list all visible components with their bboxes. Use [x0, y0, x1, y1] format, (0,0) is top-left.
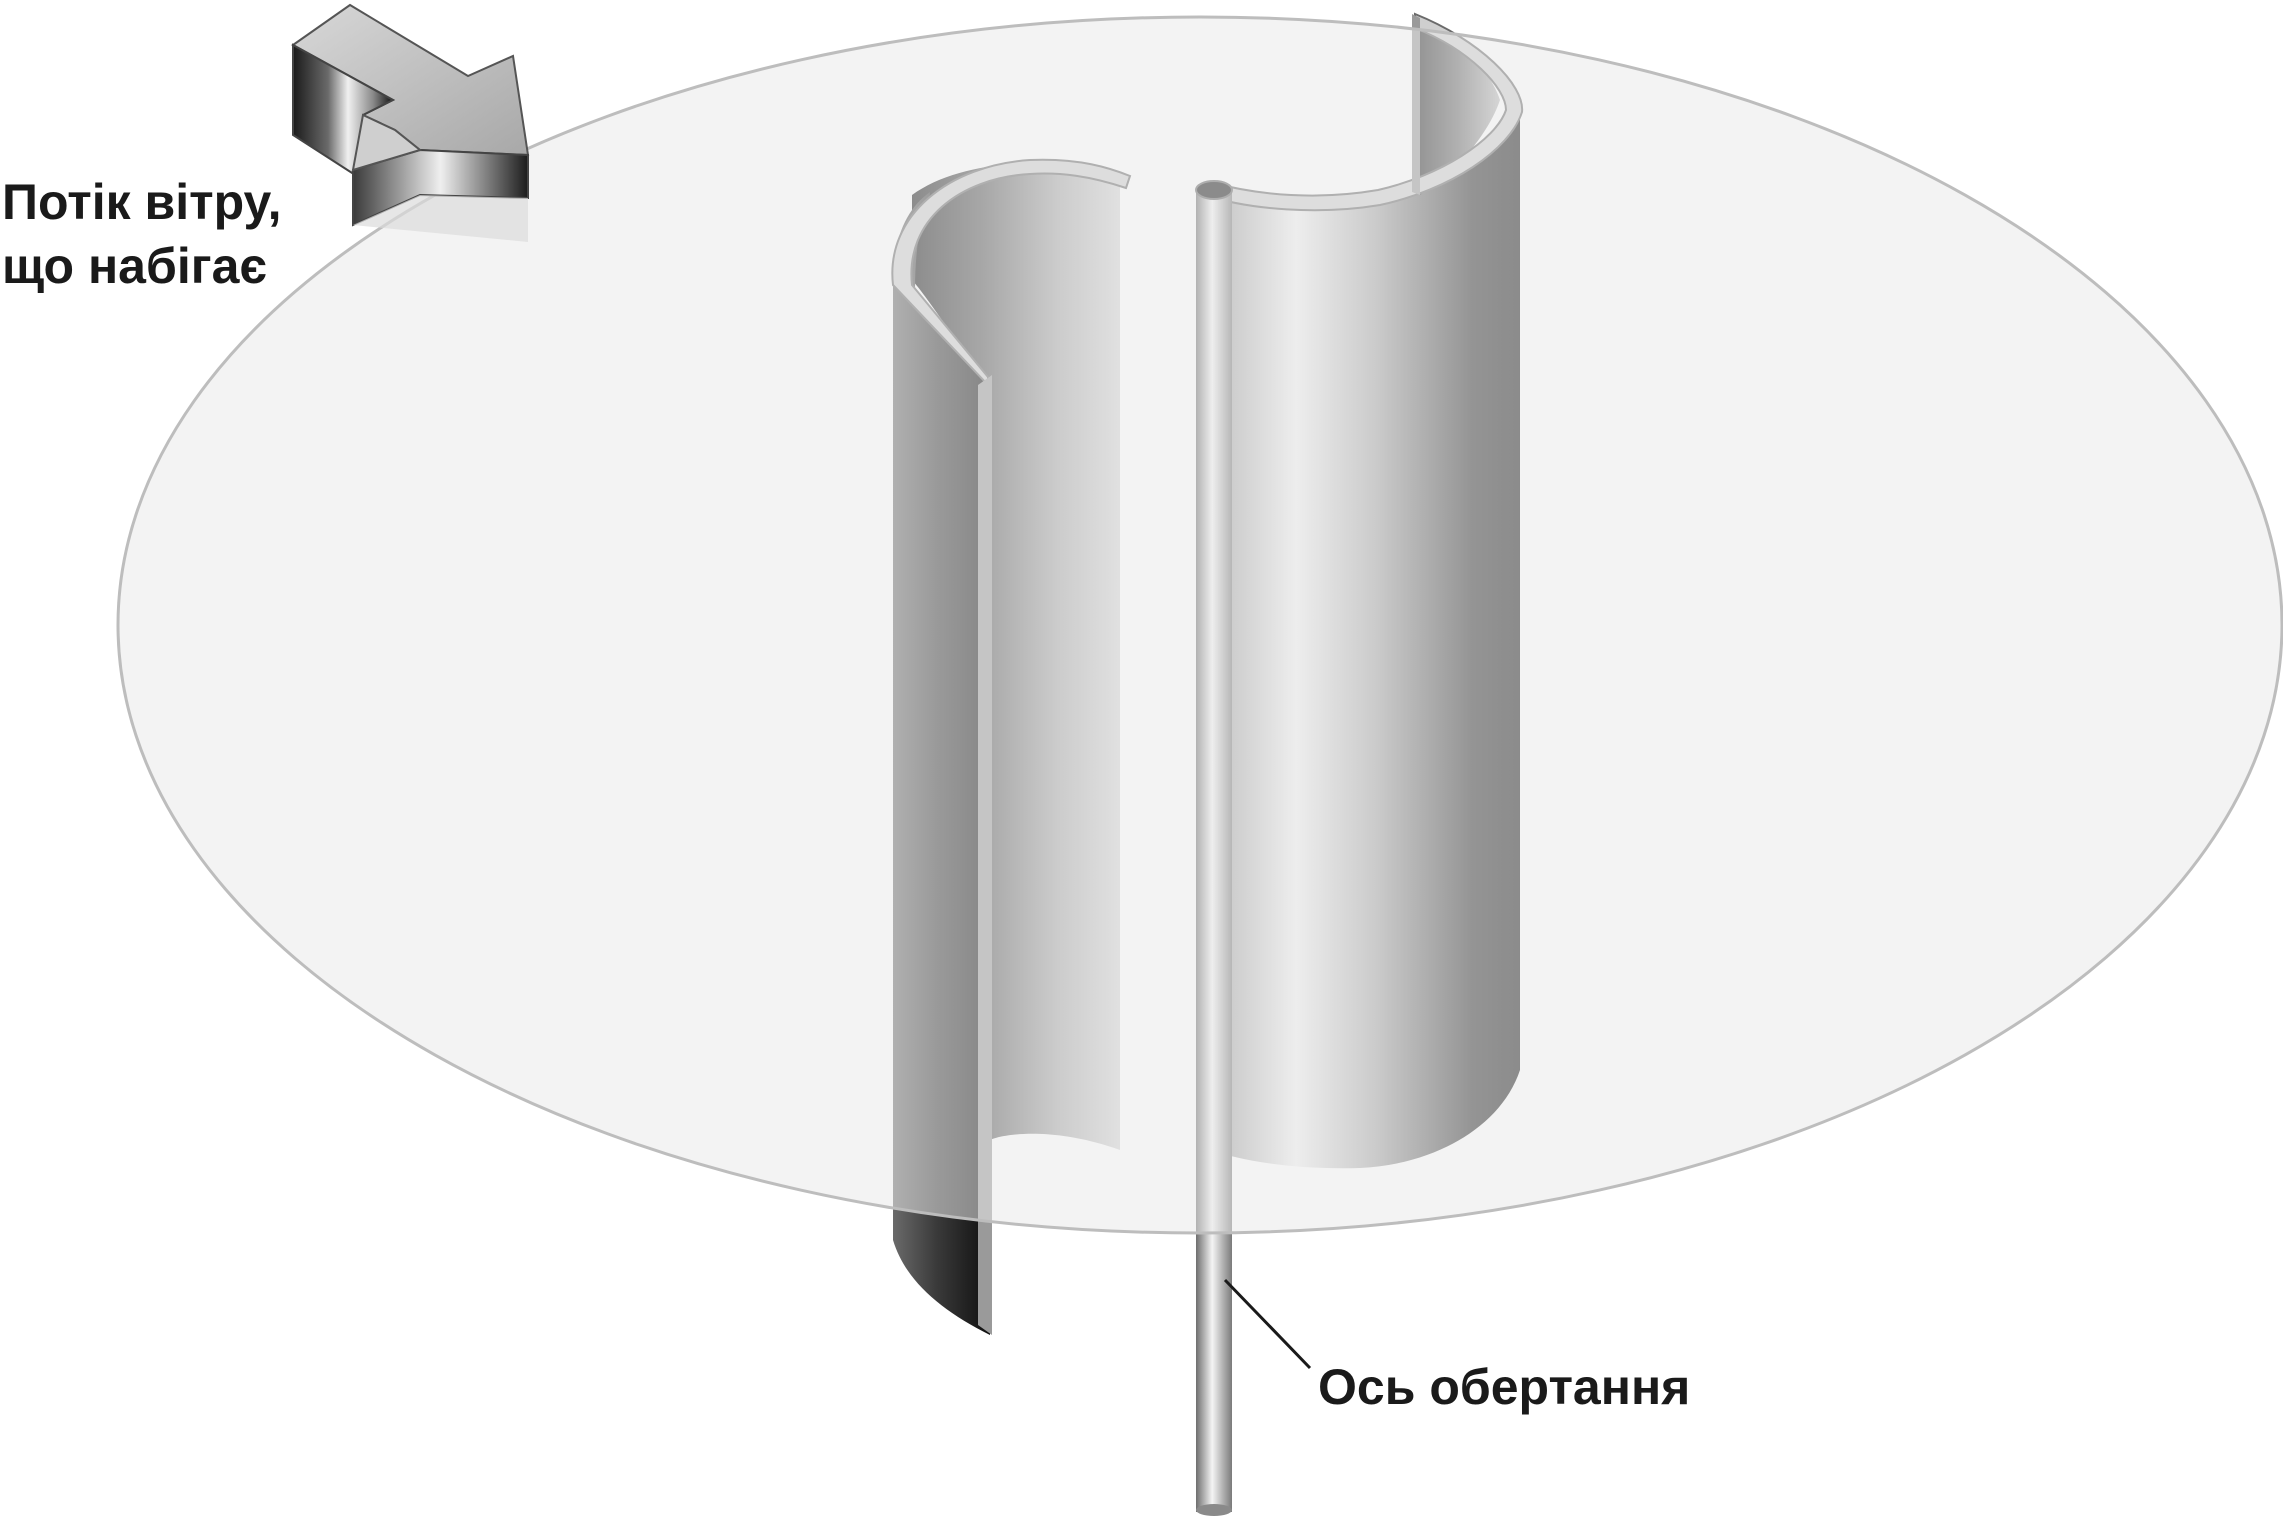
wind-arrow-head-front — [351, 113, 423, 172]
rotation-plane — [116, 15, 2283, 1235]
wind-label-line1: Потік вітру, — [2, 174, 282, 230]
rotation-axis-label: Ось обертання — [1318, 1359, 1691, 1415]
wind-label-line2: що набігає — [2, 238, 267, 294]
wind-arrow-icon — [291, 3, 530, 242]
wind-flow-label: Потік вітру, що набігає — [2, 170, 281, 298]
shaft-bottom — [1196, 1504, 1232, 1516]
wind-arrow-bottom-face — [353, 195, 528, 242]
axis-leader-line — [1223, 1278, 1312, 1370]
